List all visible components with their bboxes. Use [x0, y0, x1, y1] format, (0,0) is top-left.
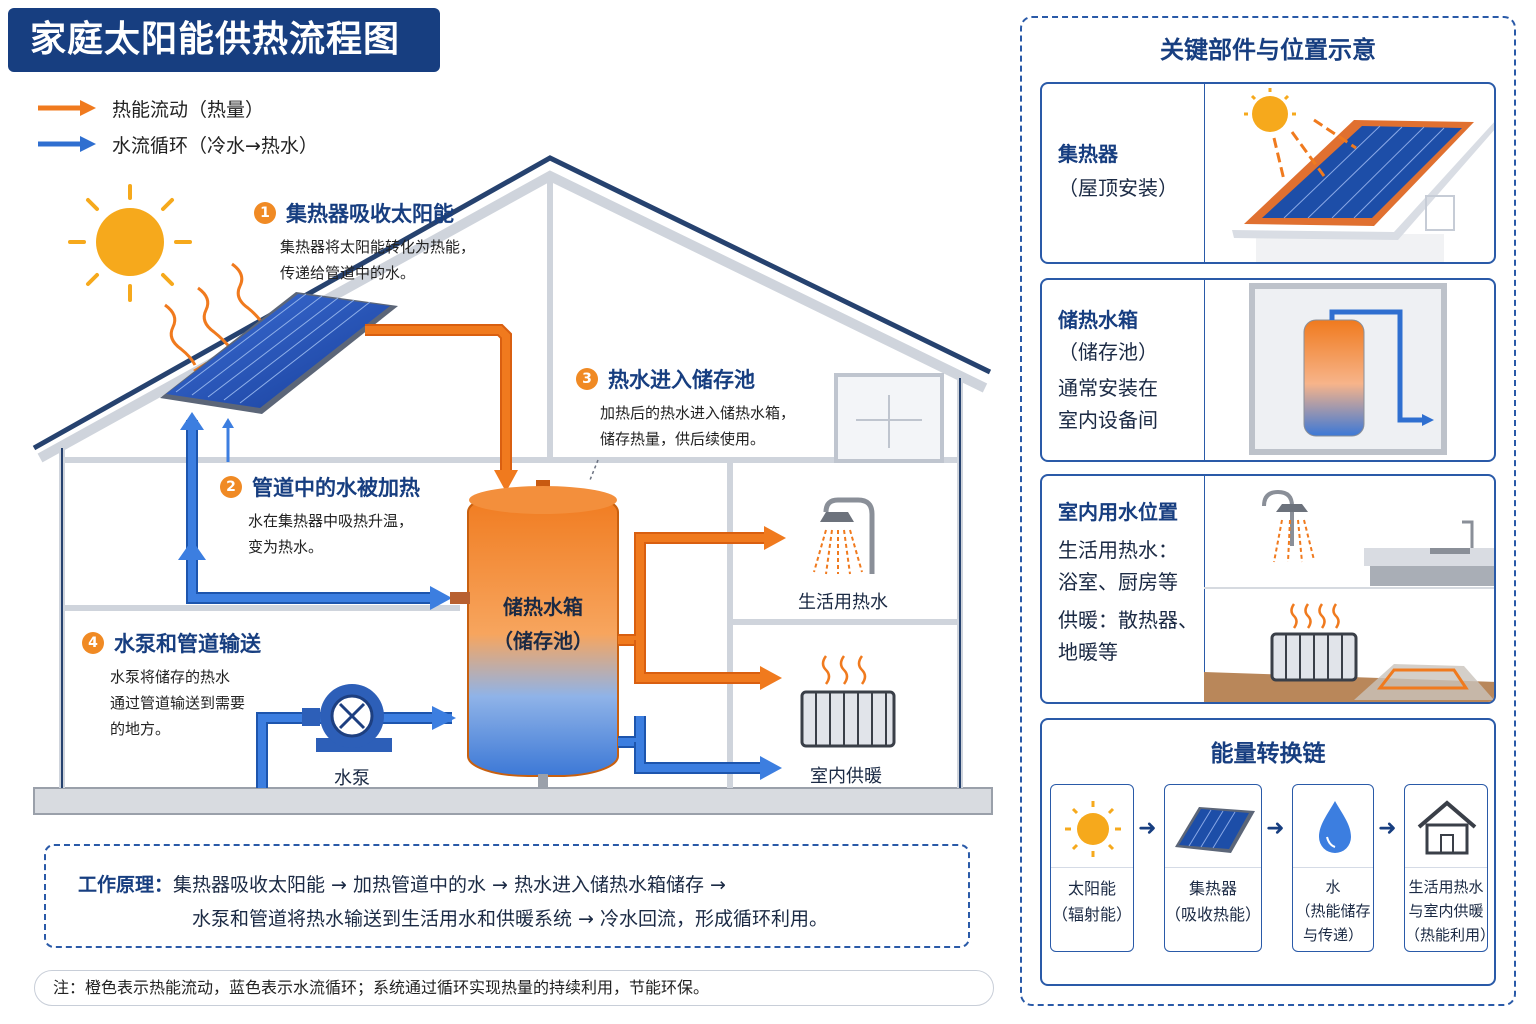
- card-indoor-l4: 地暖等: [1058, 640, 1118, 664]
- house-window: [834, 373, 944, 463]
- step-3-desc-2: 储存热量，供后续使用。: [600, 430, 766, 448]
- chain-item-water: 水 （热能储存 与传递）: [1292, 784, 1374, 952]
- step-3: 3 热水进入储存池 加热后的热水进入储热水箱， 储存热量，供后续使用。: [576, 364, 795, 452]
- sun-icon: [1065, 801, 1121, 857]
- hot-water-label: 生活用热水: [798, 592, 888, 613]
- legend-water: 水流循环（冷水→热水）: [36, 130, 318, 158]
- house-diagram: [32, 155, 993, 815]
- legend-heat: 热能流动（热量）: [36, 94, 264, 122]
- chain-arrow-3: ➜: [1378, 816, 1397, 841]
- step-4-desc-1: 水泵将储存的热水: [110, 668, 231, 686]
- card-collector: 集热器 （屋顶安装）: [1040, 82, 1496, 264]
- return-pipe: [618, 716, 782, 780]
- card-collector-title: 集热器: [1058, 142, 1118, 166]
- heating-label: 室内供暖: [810, 766, 882, 787]
- chain-title: 能量转换链: [1210, 741, 1326, 767]
- step-2: 2 管道中的水被加热 水在集热器中吸热升温， 变为热水。: [220, 472, 420, 560]
- card-tank-extra1: 通常安装在: [1058, 376, 1158, 400]
- card-indoor-l2: 浴室、厨房等: [1058, 570, 1178, 594]
- chain-usage-l2: 与室内供暖: [1408, 902, 1484, 920]
- chain-water-l2: （热能储存: [1295, 902, 1371, 920]
- hot-pipe-to-usage: [618, 526, 786, 690]
- blue-arrow-icon: [38, 136, 96, 152]
- step-4-desc-2: 通过管道输送到需要: [110, 694, 246, 712]
- step-4-title: 水泵和管道输送: [114, 632, 261, 656]
- chain-usage-l1: 生活用热水: [1408, 878, 1484, 896]
- chain-sun-l2: （辐射能）: [1051, 905, 1132, 924]
- house-roof: [32, 155, 992, 451]
- step-1-title: 集热器吸收太阳能: [286, 202, 454, 226]
- water-pump-icon: [302, 684, 392, 752]
- step-4: 4 水泵和管道输送 水泵将储存的热水 通过管道输送到需要 的地方。: [82, 628, 261, 742]
- ground: [33, 787, 993, 815]
- footnote: 注：橙色表示热能流动，蓝色表示水流循环；系统通过循环实现热量的持续利用，节能环保…: [34, 970, 994, 1006]
- step-4-desc-3: 的地方。: [110, 720, 171, 738]
- right-panel: [1020, 16, 1516, 1006]
- card-tank-title: 储热水箱: [1058, 308, 1138, 332]
- step-2-title: 管道中的水被加热: [252, 476, 420, 500]
- step-1: 1 集热器吸收太阳能 集热器将太阳能转化为热能， 传递给管道中的水。: [254, 198, 475, 286]
- chain-arrow-2: ➜: [1266, 816, 1285, 841]
- step-1-desc-1: 集热器将太阳能转化为热能，: [280, 238, 476, 256]
- heat-rays: [164, 262, 268, 366]
- hot-pipe-collector-to-tank: [365, 324, 518, 492]
- storage-tank: [450, 480, 619, 788]
- principle-line1: 集热器吸收太阳能 → 加热管道中的水 → 热水进入储热水箱储存 →: [173, 874, 726, 896]
- step-2-desc-1: 水在集热器中吸热升温，: [248, 512, 414, 530]
- legend-heat-label: 热能流动（热量）: [112, 98, 265, 121]
- pump-label: 水泵: [334, 768, 370, 789]
- solar-collector: [160, 292, 398, 414]
- card-tank-sub: （储存池）: [1058, 340, 1158, 364]
- water-drop-icon: [1319, 801, 1351, 853]
- tank-label: 储热水箱 （储存池）: [468, 590, 618, 658]
- house-icon: [1417, 800, 1477, 855]
- chain-arrow-1: ➜: [1138, 816, 1157, 841]
- chain-water-l1: 水: [1325, 878, 1341, 896]
- indoor-tank-icon: [1204, 280, 1447, 460]
- step-1-number: 1: [254, 202, 276, 224]
- step-4-number: 4: [82, 632, 104, 654]
- card-indoor-l3: 供暖：散热器、: [1058, 608, 1198, 632]
- chain-item-sun: 太阳能 （辐射能）: [1050, 784, 1134, 952]
- chain-water-l3: 与传递）: [1302, 926, 1363, 944]
- chain-item-usage: 生活用热水 与室内供暖 （热能利用）: [1404, 784, 1496, 952]
- chain-collector-l1: 集热器: [1188, 879, 1237, 898]
- sun-icon: [68, 184, 192, 302]
- indoor-usage-icon: [1204, 476, 1494, 702]
- tank-label-line2: （储存池）: [493, 629, 593, 653]
- principle-line2: 水泵和管道将热水输送到生活用水和供暖系统 → 冷水回流，形成循环利用。: [192, 908, 829, 930]
- cold-pipe-to-collector: [178, 412, 452, 610]
- card-indoor: 室内用水位置 生活用热水： 浴室、厨房等 供暖：散热器、 地暖等: [1040, 474, 1496, 704]
- card-tank: 储热水箱 （储存池） 通常安装在 室内设备间: [1040, 278, 1496, 462]
- shower-icon: [813, 497, 875, 575]
- orange-arrow-icon: [38, 100, 96, 116]
- chain-item-collector: 集热器 （吸收热能）: [1164, 784, 1262, 952]
- chain-sun-l1: 太阳能: [1067, 879, 1116, 898]
- right-panel-title: 关键部件与位置示意: [1160, 36, 1376, 64]
- chain-usage-l3: （热能利用）: [1405, 926, 1496, 944]
- collector-icon: [1175, 807, 1255, 853]
- tank-label-line1: 储热水箱: [503, 595, 583, 619]
- rooftop-collector-icon: [1204, 84, 1494, 262]
- chain-collector-l2: （吸收热能）: [1165, 905, 1262, 924]
- step-3-desc-1: 加热后的热水进入储热水箱，: [600, 404, 796, 422]
- radiator-icon: [800, 655, 896, 748]
- principle-key: 工作原理：: [78, 874, 174, 896]
- principle-box: 工作原理：集热器吸收太阳能 → 加热管道中的水 → 热水进入储热水箱储存 → 水…: [44, 844, 970, 948]
- pump-pipe: [256, 706, 456, 788]
- step-3-number: 3: [576, 368, 598, 390]
- step-1-desc-2: 传递给管道中的水。: [280, 264, 416, 282]
- legend-water-label: 水流循环（冷水→热水）: [112, 134, 318, 157]
- card-indoor-l1: 生活用热水：: [1058, 538, 1178, 562]
- step-3-title: 热水进入储存池: [608, 368, 755, 392]
- step-2-desc-2: 变为热水。: [248, 538, 324, 556]
- step-2-number: 2: [220, 476, 242, 498]
- card-collector-sub: （屋顶安装）: [1058, 176, 1178, 200]
- card-tank-extra2: 室内设备间: [1058, 408, 1158, 432]
- card-indoor-title: 室内用水位置: [1058, 500, 1178, 524]
- page-title: 家庭太阳能供热流程图: [8, 8, 440, 72]
